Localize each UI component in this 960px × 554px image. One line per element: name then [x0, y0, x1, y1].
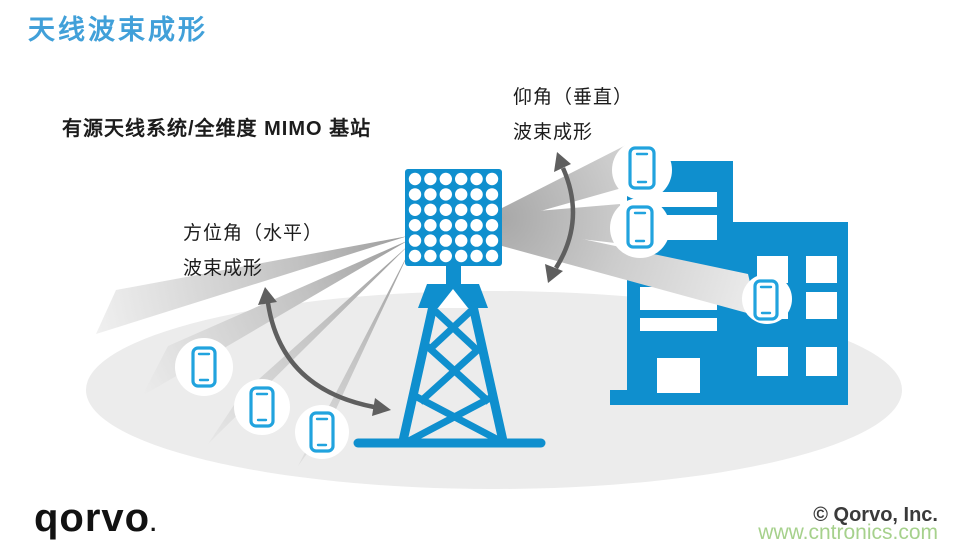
antenna-dot	[424, 203, 437, 216]
antenna-dot	[424, 172, 437, 186]
antenna-array-icon	[405, 169, 502, 266]
phone-icon	[249, 386, 275, 428]
antenna-dot	[408, 188, 422, 201]
antenna-dot	[455, 188, 468, 201]
page-title: 天线波束成形	[28, 15, 208, 45]
antenna-dot	[408, 203, 422, 216]
phone-icon	[309, 411, 335, 453]
azimuth-label-line2: 波束成形	[183, 258, 264, 279]
phone-icon	[191, 346, 217, 388]
azimuth-sweep-arrow	[258, 287, 391, 416]
antenna-dot	[485, 203, 499, 216]
antenna-dot	[424, 234, 437, 247]
antenna-dot	[470, 203, 483, 216]
antenna-dot	[439, 203, 452, 216]
antenna-dot	[470, 172, 483, 186]
antenna-dot	[455, 234, 468, 247]
base-station-label: 有源天线系统/全维度 MIMO 基站	[62, 118, 372, 140]
antenna-dot	[485, 188, 499, 201]
antenna-dot	[408, 234, 422, 247]
elevation-label-line2: 波束成形	[513, 122, 594, 143]
antenna-dot	[439, 172, 452, 186]
antenna-dot	[455, 203, 468, 216]
antenna-dot	[439, 188, 452, 201]
antenna-dot	[408, 219, 422, 232]
azimuth-label-line1: 方位角（水平）	[183, 223, 324, 244]
antenna-dot	[455, 219, 468, 232]
antenna-dot	[455, 249, 468, 263]
beam	[502, 204, 624, 244]
copyright-text: © Qorvo, Inc.	[813, 504, 938, 526]
qorvo-logo: Qorvo.	[34, 496, 157, 541]
elevation-sweep-arrow	[545, 152, 576, 283]
base-station-tower	[353, 260, 546, 448]
antenna-dot	[439, 249, 452, 263]
antenna-dot	[424, 249, 437, 263]
antenna-dot	[470, 234, 483, 247]
antenna-dot	[408, 249, 422, 263]
antenna-dot	[470, 188, 483, 201]
antenna-dot	[485, 249, 499, 263]
phone-icon	[626, 205, 654, 249]
antenna-dot	[485, 234, 499, 247]
qorvo-logo-dot: .	[150, 511, 158, 536]
azimuth-beamforming-label: 方位角（水平） 波束成形	[183, 216, 323, 286]
antenna-dot	[470, 219, 483, 232]
antenna-dot	[439, 234, 452, 247]
beam	[96, 236, 408, 334]
antenna-dot	[424, 219, 437, 232]
qorvo-logo-text: Qorvo	[34, 496, 151, 540]
antenna-dot	[439, 219, 452, 232]
elevation-label-line1: 仰角（垂直）	[513, 87, 634, 108]
antenna-dot	[485, 172, 499, 186]
watermark-text: www.cntronics.com	[758, 521, 938, 544]
antenna-dot	[470, 249, 483, 263]
antenna-dot	[485, 219, 499, 232]
antenna-dot-grid	[408, 172, 499, 263]
phone-icon	[753, 279, 779, 321]
antenna-dot	[424, 188, 437, 201]
phone-icon	[628, 146, 656, 190]
elevation-beamforming-label: 仰角（垂直） 波束成形	[513, 80, 633, 150]
antenna-dot	[455, 172, 468, 186]
antenna-dot	[408, 172, 422, 186]
phones	[191, 146, 779, 453]
